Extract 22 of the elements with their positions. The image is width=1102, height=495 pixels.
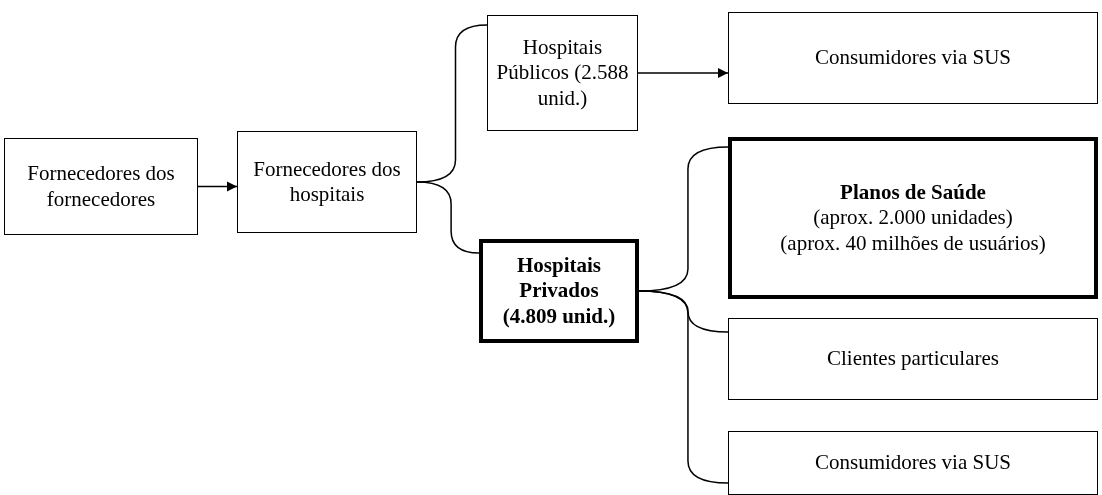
arrow <box>637 67 729 79</box>
process-box <box>728 12 1098 104</box>
process-box <box>237 131 417 233</box>
brace-connector <box>638 290 729 484</box>
box-text: Consumidores via SUS <box>815 45 1011 71</box>
box-text: Hospitais Públicos (2.588 unid.) <box>496 35 629 111</box>
brace-connector <box>416 181 480 254</box>
box-text: Planos de Saúde <box>840 180 986 206</box>
process-box <box>479 239 639 343</box>
process-box <box>728 318 1098 400</box>
box-text: Clientes particulares <box>827 346 999 372</box>
box-text: (aprox. 40 milhões de usuários) <box>780 230 1046 256</box>
process-box <box>728 431 1098 495</box>
process-box <box>487 15 638 131</box>
arrow <box>197 181 238 192</box>
box-text: Fornecedores dos fornecedores <box>26 161 176 212</box>
box-text: Consumidores via SUS <box>815 450 1011 476</box>
box-text: (aprox. 2.000 unidades) <box>813 205 1013 231</box>
process-box <box>728 137 1098 299</box>
box-text: Hospitais Privados (4.809 unid.) <box>501 253 617 329</box>
process-box <box>4 138 198 235</box>
box-text: Fornecedores dos hospitais <box>252 156 402 208</box>
